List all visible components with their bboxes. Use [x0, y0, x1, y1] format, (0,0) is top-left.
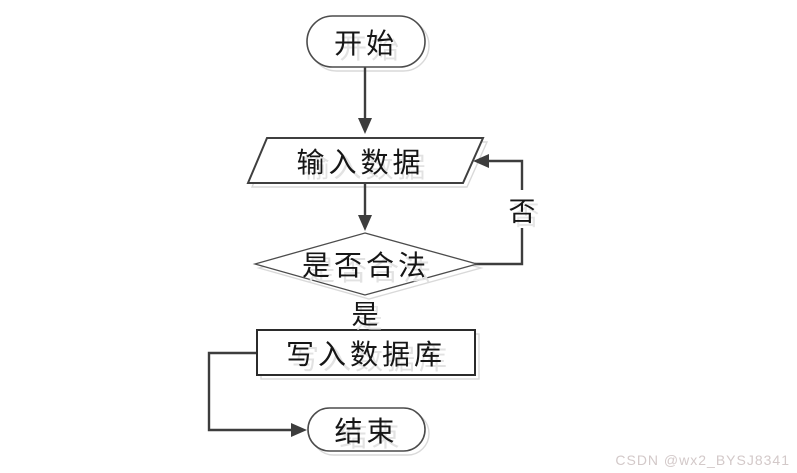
arrowhead-left-into-input — [473, 154, 489, 168]
decision-node-shape — [252, 232, 480, 296]
arrowhead-down-into-input — [358, 118, 372, 134]
arrowheads — [291, 118, 489, 437]
start-node-shape — [306, 15, 426, 68]
connector-write-to-end — [207, 351, 293, 432]
end-node-shape — [307, 407, 426, 452]
shapes — [246, 15, 485, 452]
csdn-watermark: CSDN @wx2_BYSJ8341 — [615, 452, 790, 468]
arrowhead-down-into-decision — [358, 215, 372, 231]
arrowhead-right-into-end — [291, 423, 307, 437]
write-node-shape — [256, 329, 476, 376]
edge-label-no: 否 — [501, 190, 543, 228]
edge-label-yes: 是 — [351, 299, 379, 331]
input-node-shape — [246, 137, 485, 184]
